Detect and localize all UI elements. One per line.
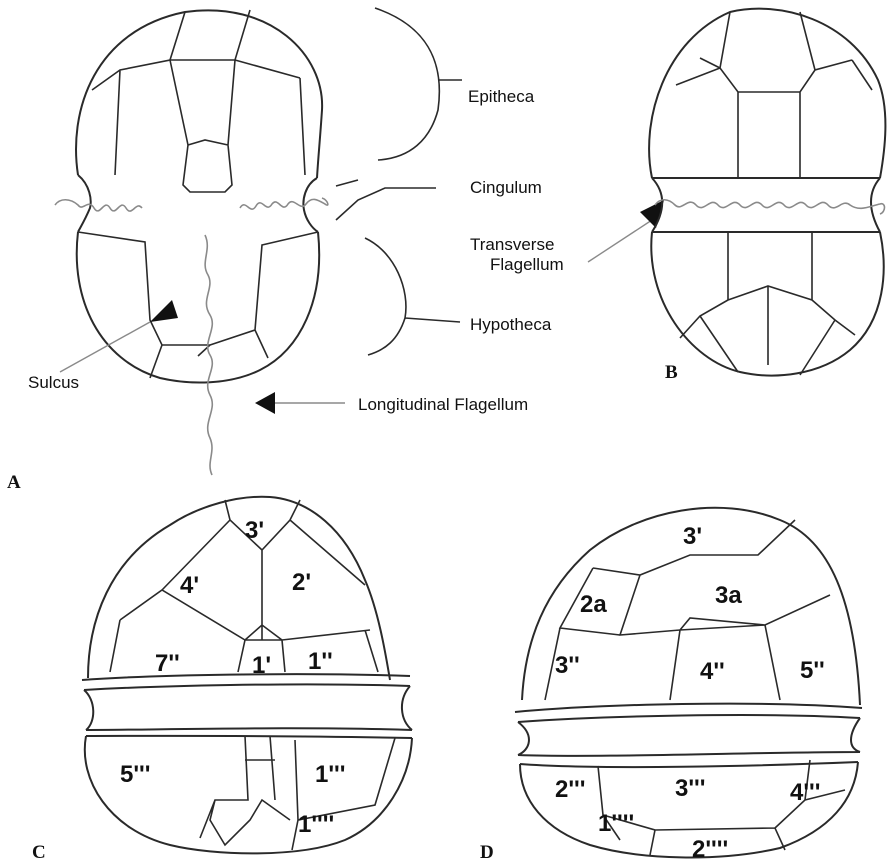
cell-a-longitudinal-flagellum xyxy=(205,235,212,475)
cell-a-cingulum xyxy=(78,175,318,232)
cell-c-epitheca-outline xyxy=(88,497,390,680)
plate-d-1pppp: 1'''' xyxy=(598,810,634,837)
cell-b xyxy=(649,9,885,376)
plate-c-4p: 4' xyxy=(180,572,199,599)
plate-c-7pp: 7'' xyxy=(155,650,180,677)
cell-a-hypotheca-plates xyxy=(78,232,318,378)
panel-label-a: A xyxy=(7,472,21,493)
label-transverse-flagellum-line1: Transverse xyxy=(470,235,554,254)
cell-b-epitheca-outline xyxy=(649,9,885,178)
hypotheca-bracket xyxy=(365,238,460,355)
cingulum-bracket xyxy=(336,180,436,220)
plate-d-3a: 3a xyxy=(715,582,742,609)
cell-a-hypotheca-outline xyxy=(77,232,319,383)
cell-c-epitheca-plates xyxy=(110,500,378,672)
epitheca-bracket xyxy=(375,8,462,160)
panel-label-c: C xyxy=(32,842,46,863)
plate-d-3p: 3' xyxy=(683,523,702,550)
cell-a-sulcus-arrowhead xyxy=(150,300,178,322)
cell-b-cingulum xyxy=(652,178,880,232)
cell-a-transverse-flagellum xyxy=(55,198,328,211)
plate-d-2ppp: 2''' xyxy=(555,776,585,803)
label-transverse-flagellum-line2: Flagellum xyxy=(490,255,564,274)
cell-b-hypotheca-plates xyxy=(680,232,855,375)
plate-d-4pp: 4'' xyxy=(700,658,725,685)
panel-label-b: B xyxy=(665,362,678,383)
cell-a-epitheca-plates xyxy=(92,10,305,192)
plate-c-2p: 2' xyxy=(292,569,311,596)
cell-a xyxy=(55,10,328,475)
plate-c-5ppp: 5''' xyxy=(120,761,150,788)
label-transverse-flagellum: Transverse Flagellum xyxy=(470,235,564,274)
plate-d-2pppp: 2'''' xyxy=(692,836,728,863)
cell-d-cingulum xyxy=(515,704,862,767)
plate-c-3p: 3' xyxy=(245,517,264,544)
plate-c-1pp: 1'' xyxy=(308,648,333,675)
transverse-arrow-lead xyxy=(588,220,652,262)
plate-c-1pppp: 1'''' xyxy=(298,811,334,838)
sulcus-lead xyxy=(60,322,150,372)
plate-d-3ppp: 3''' xyxy=(675,775,705,802)
plate-d-3pp: 3'' xyxy=(555,652,580,679)
label-hypotheca: Hypotheca xyxy=(470,315,552,334)
label-cingulum: Cingulum xyxy=(470,178,542,197)
plate-d-2a: 2a xyxy=(580,591,607,618)
cell-c xyxy=(82,497,412,854)
label-longitudinal-flagellum: Longitudinal Flagellum xyxy=(358,395,528,414)
plate-d-4ppp: 4''' xyxy=(790,779,820,806)
plate-c-1p: 1' xyxy=(252,652,271,679)
plate-c-1ppp: 1''' xyxy=(315,761,345,788)
cell-a-epitheca-outline xyxy=(76,10,322,178)
plate-d-5pp: 5'' xyxy=(800,657,825,684)
label-sulcus: Sulcus xyxy=(28,373,79,392)
label-epitheca: Epitheca xyxy=(468,87,535,106)
cell-c-cingulum xyxy=(82,674,412,738)
cell-b-transverse-flagellum xyxy=(655,200,885,214)
panel-label-d: D xyxy=(480,842,494,863)
longitudinal-arrowhead xyxy=(255,392,275,414)
